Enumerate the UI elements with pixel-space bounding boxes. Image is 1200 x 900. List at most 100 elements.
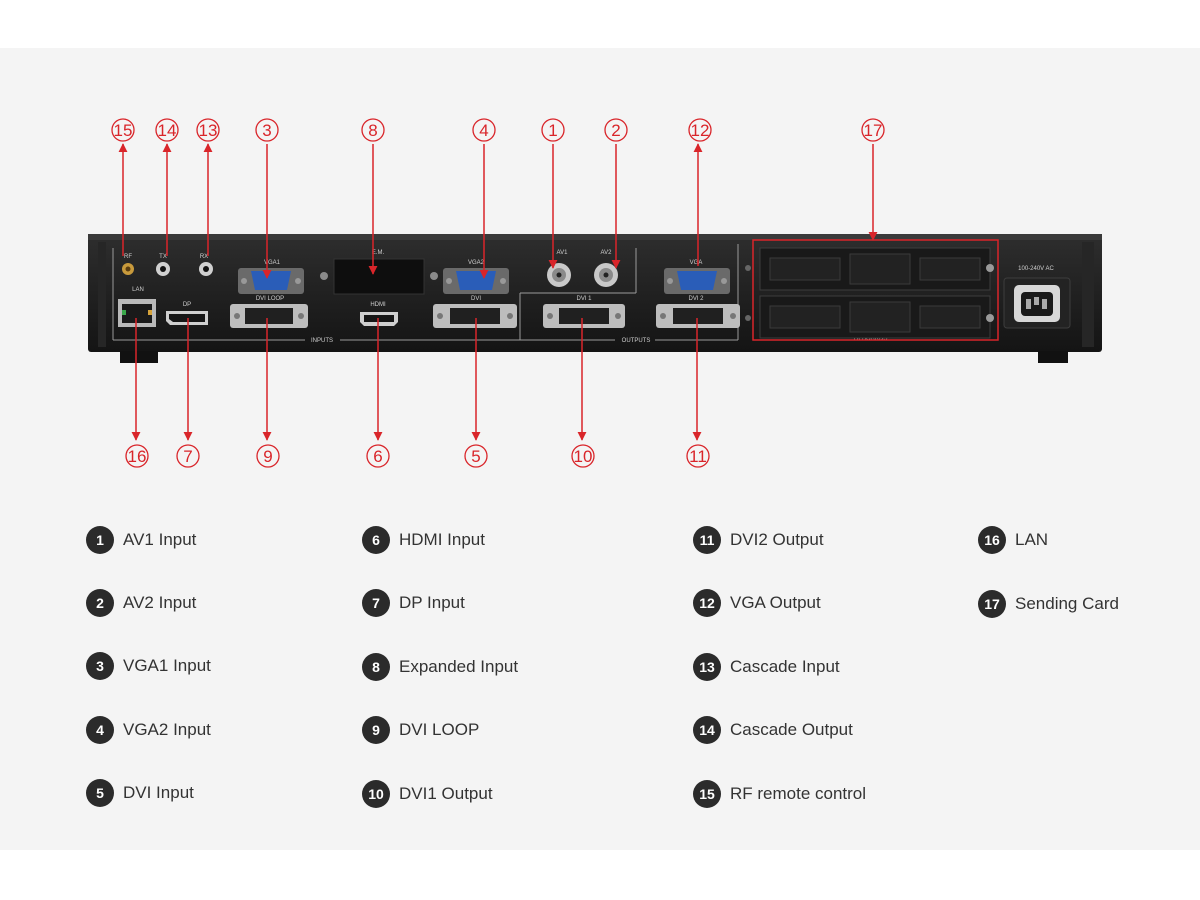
legend-label: DVI2 Output xyxy=(730,530,824,549)
legend-badge: 3 xyxy=(86,652,114,680)
label-tx: TX xyxy=(159,254,167,260)
label-dvi2: DVI 2 xyxy=(688,296,704,302)
rear-panel-diagram: RF TX RX LAN DP VGA1 DVI LOOP E.M. HDMI … xyxy=(88,118,1102,468)
legend-label: LAN xyxy=(1015,530,1049,549)
dvi-loop-port xyxy=(230,304,308,328)
legend-badge: 1 xyxy=(86,526,114,554)
em-slot xyxy=(320,258,438,295)
svg-text:14: 14 xyxy=(158,121,177,140)
callout-10: 10 xyxy=(571,444,595,468)
legend-item-3: 3 VGA1 Input xyxy=(86,651,211,681)
legend-item-12: 12 VGA Output xyxy=(693,588,821,618)
legend-badge: 9 xyxy=(362,716,390,744)
legend-badge: 11 xyxy=(693,526,721,554)
label-rf: RF xyxy=(124,254,132,260)
legend-badge: 6 xyxy=(362,526,390,554)
svg-text:4: 4 xyxy=(479,121,488,140)
callout-3: 3 xyxy=(255,118,279,142)
legend-badge: 17 xyxy=(978,590,1006,618)
callout-leaders xyxy=(118,143,878,441)
callout-4: 4 xyxy=(472,118,496,142)
callout-2: 2 xyxy=(604,118,628,142)
callout-17: 17 xyxy=(861,118,885,142)
svg-text:7: 7 xyxy=(183,447,192,466)
legend-item-15: 15 RF remote control xyxy=(693,779,866,809)
legend-badge: 10 xyxy=(362,780,390,808)
callout-14: 14 xyxy=(155,118,179,142)
vga1-port xyxy=(238,268,304,294)
legend-item-7: 7 DP Input xyxy=(362,588,465,618)
legend-label: VGA1 Input xyxy=(123,656,211,675)
legend-badge: 7 xyxy=(362,589,390,617)
legend-item-16: 16 LAN xyxy=(978,525,1048,555)
dp-port xyxy=(166,311,208,325)
svg-text:12: 12 xyxy=(691,121,710,140)
label-power: 100-240V AC xyxy=(1018,266,1054,272)
label-dp: DP xyxy=(183,302,191,308)
callout-8: 8 xyxy=(361,118,385,142)
legend-label: VGA2 Input xyxy=(123,720,211,739)
label-em: E.M. xyxy=(372,250,385,256)
label-outputs: OUTPUTS xyxy=(622,338,651,344)
rx-jack xyxy=(199,262,213,276)
legend-badge: 2 xyxy=(86,589,114,617)
svg-text:11: 11 xyxy=(689,447,707,466)
legend-label: HDMI Input xyxy=(399,530,485,549)
legend-item-1: 1 AV1 Input xyxy=(86,525,196,555)
diagram-stage: RF TX RX LAN DP VGA1 DVI LOOP E.M. HDMI … xyxy=(0,48,1200,850)
av2-bnc xyxy=(594,263,618,287)
svg-text:1: 1 xyxy=(548,121,557,140)
callout-6: 6 xyxy=(366,444,390,468)
callout-9: 9 xyxy=(256,444,280,468)
label-rx: RX xyxy=(200,254,208,260)
power-inlet xyxy=(1003,277,1071,329)
callout-11: 11 xyxy=(686,444,710,468)
callout-12: 12 xyxy=(688,118,712,142)
legend-item-9: 9 DVI LOOP xyxy=(362,715,479,745)
legend-item-8: 8 Expanded Input xyxy=(362,652,518,682)
legend-badge: 12 xyxy=(693,589,721,617)
legend-label: Expanded Input xyxy=(399,657,519,676)
legend-badge: 16 xyxy=(978,526,1006,554)
legend-label: DVI1 Output xyxy=(399,784,493,803)
svg-text:17: 17 xyxy=(864,121,883,140)
legend-item-2: 2 AV2 Input xyxy=(86,588,196,618)
label-av2: AV2 xyxy=(601,250,613,256)
svg-text:10: 10 xyxy=(574,447,593,466)
legend-item-6: 6 HDMI Input xyxy=(362,525,485,555)
label-vga: VGA xyxy=(690,260,703,266)
vga-output-port xyxy=(664,268,730,294)
legend-badge: 14 xyxy=(693,716,721,744)
callout-13: 13 xyxy=(196,118,220,142)
legend-item-17: 17 Sending Card xyxy=(978,589,1119,619)
svg-text:9: 9 xyxy=(263,447,272,466)
svg-text:15: 15 xyxy=(114,121,133,140)
svg-text:5: 5 xyxy=(471,447,480,466)
legend-badge: 5 xyxy=(86,779,114,807)
label-vga1: VGA1 xyxy=(264,260,281,266)
lan-port xyxy=(118,299,156,327)
legend-label: Cascade Input xyxy=(730,657,840,676)
legend-label: AV1 Input xyxy=(123,530,197,549)
legend-label: AV2 Input xyxy=(123,593,197,612)
label-inputs: INPUTS xyxy=(311,338,333,344)
legend-badge: 8 xyxy=(362,653,390,681)
svg-text:6: 6 xyxy=(373,447,382,466)
dvi1-output-port xyxy=(543,304,625,328)
callout-16: 16 xyxy=(125,444,149,468)
label-dvi-loop: DVI LOOP xyxy=(256,296,284,302)
legend-item-11: 11 DVI2 Output xyxy=(693,525,824,555)
label-dvi: DVI xyxy=(471,296,481,302)
dvi-input-port xyxy=(433,304,517,328)
legend-badge: 13 xyxy=(693,653,721,681)
vga2-port xyxy=(443,268,509,294)
svg-text:16: 16 xyxy=(128,447,147,466)
legend-label: DVI LOOP xyxy=(399,720,480,739)
callout-1: 1 xyxy=(541,118,565,142)
hdmi-port xyxy=(360,312,398,326)
callout-5: 5 xyxy=(464,444,488,468)
av1-bnc xyxy=(547,263,571,287)
svg-text:13: 13 xyxy=(199,121,218,140)
label-dvi1: DVI 1 xyxy=(576,296,592,302)
legend-item-10: 10 DVI1 Output xyxy=(362,779,493,809)
